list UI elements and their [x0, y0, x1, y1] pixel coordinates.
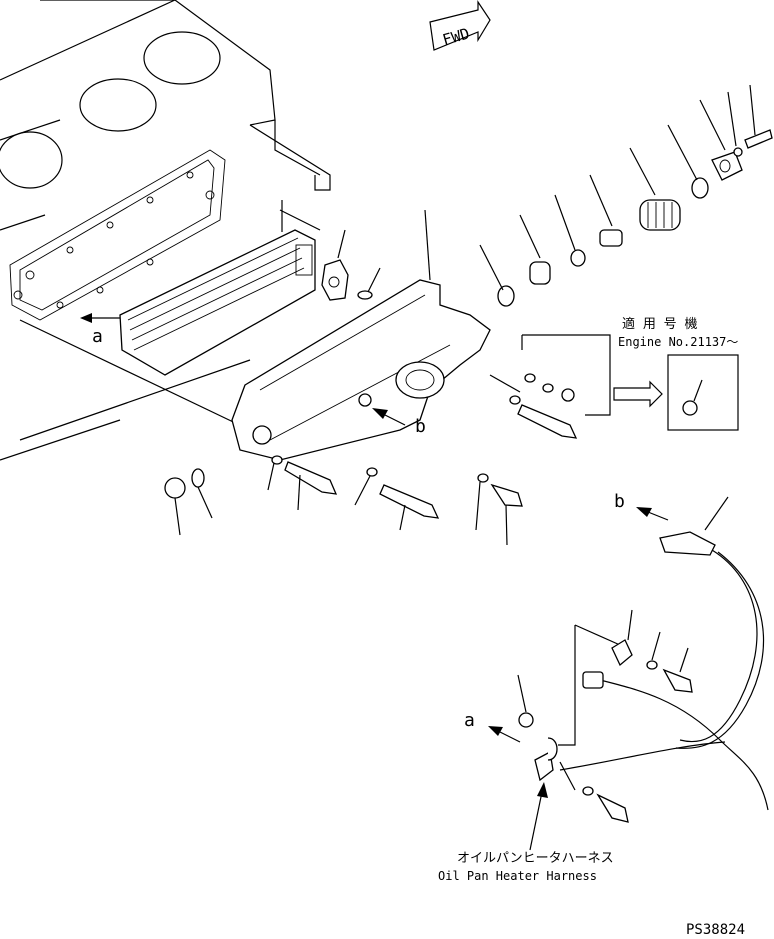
- oil-cooler-core: [119, 200, 316, 376]
- fwd-label: FWD: [441, 24, 472, 49]
- applicable-en-text: Engine No.21137～: [618, 335, 738, 349]
- applicable-jp-text: 適 用 号 機: [622, 316, 697, 332]
- fwd-arrow: FWD: [429, 0, 491, 51]
- cooler-gasket: [321, 229, 349, 301]
- callout-b-mid: b: [372, 408, 426, 437]
- o-ring-small: [357, 267, 381, 300]
- front-fasteners: [164, 455, 523, 546]
- heater-harness: [559, 496, 769, 811]
- harness-bracket: [517, 609, 693, 823]
- harness-jp-text: オイルパンヒータハーネス: [457, 851, 614, 866]
- callout-a-label: a: [92, 326, 103, 347]
- callout-b-label: b: [415, 416, 426, 437]
- harness-label: オイルパンヒータハーネス Oil Pan Heater Harness: [438, 782, 614, 883]
- harness-en-text: Oil Pan Heater Harness: [438, 869, 597, 883]
- callout-a-top: a: [80, 313, 120, 347]
- cover-side-fasteners: [489, 334, 611, 439]
- callout-a-lower: a: [464, 710, 521, 743]
- applicable-note: 適 用 号 機 Engine No.21137～: [613, 316, 739, 431]
- oil-cooler-cover: [231, 209, 491, 461]
- applicable-box: [667, 354, 739, 431]
- valve-parts-row: [479, 84, 773, 307]
- callout-b-harness: b: [614, 491, 669, 521]
- callout-a-label-2: a: [464, 710, 475, 731]
- drawing-number: PS38824: [686, 922, 745, 938]
- callout-b-label-2: b: [614, 491, 625, 512]
- engine-block: [0, 0, 331, 461]
